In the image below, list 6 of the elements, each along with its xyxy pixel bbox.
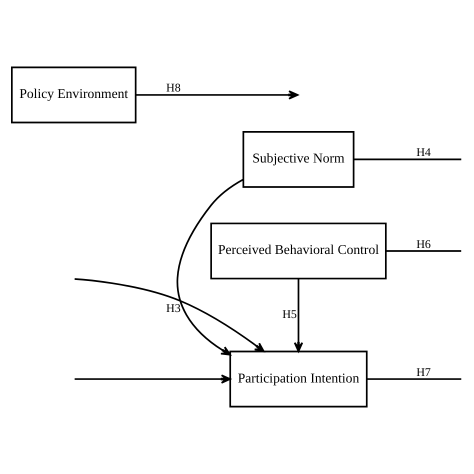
- edge-label: H8: [166, 80, 181, 95]
- edge-label: H5: [282, 307, 297, 322]
- edge-label: H4: [416, 145, 431, 160]
- edge-label: H6: [416, 236, 431, 251]
- edge-label: H7: [416, 364, 431, 379]
- edge-label: H3: [166, 300, 181, 315]
